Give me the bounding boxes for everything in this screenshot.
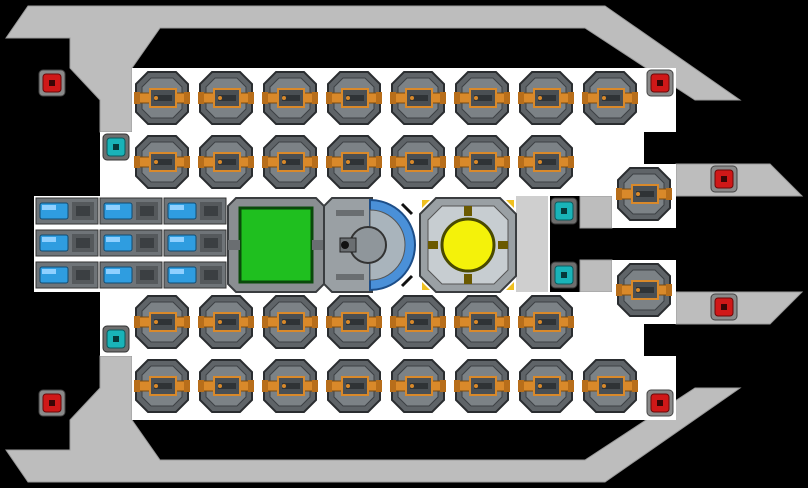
cannon-turret: [133, 135, 191, 189]
cannon-turret: [615, 167, 673, 221]
side-turrets: [615, 167, 673, 317]
cannon-turret: [453, 135, 511, 189]
cannon-turret: [453, 295, 511, 349]
cannon-turret: [615, 263, 673, 317]
battery-cell: [99, 229, 163, 257]
cannon-turret: [517, 135, 575, 189]
cannon-turret: [261, 295, 319, 349]
cannon-turret: [133, 71, 191, 125]
battery-bank: [35, 197, 227, 289]
battery-cell: [163, 197, 227, 225]
cannon-turret: [261, 135, 319, 189]
cannon-turret: [261, 71, 319, 125]
battery-cell: [35, 261, 99, 289]
battery-cell: [99, 197, 163, 225]
battery-cell: [163, 229, 227, 257]
cannon-turret: [325, 359, 383, 413]
cannon-turret: [453, 359, 511, 413]
cannon-turret: [389, 295, 447, 349]
cannon-turret: [517, 359, 575, 413]
cannon-turret: [517, 71, 575, 125]
battery-cell: [35, 229, 99, 257]
cannon-turret: [133, 295, 191, 349]
cannon-turret: [389, 71, 447, 125]
shield-dome-icon: [323, 197, 416, 293]
cannon-turret: [389, 135, 447, 189]
cannon-turret: [197, 295, 255, 349]
cannon-turret: [325, 135, 383, 189]
cannon-turret: [197, 359, 255, 413]
cannon-turret: [261, 359, 319, 413]
cannon-turret: [581, 71, 639, 125]
cannon-turret: [133, 359, 191, 413]
reactor-core-icon: [419, 197, 517, 293]
cannon-turret: [325, 295, 383, 349]
cannon-turret: [197, 71, 255, 125]
battery-cell: [35, 197, 99, 225]
cannon-turret: [517, 295, 575, 349]
green-bay-icon: [227, 197, 325, 293]
cannon-turret: [453, 71, 511, 125]
cannon-turret: [389, 359, 447, 413]
cannon-turret: [197, 135, 255, 189]
cannon-turret: [325, 71, 383, 125]
battery-cell: [99, 261, 163, 289]
cannon-turret: [581, 359, 639, 413]
battery-cell: [163, 261, 227, 289]
